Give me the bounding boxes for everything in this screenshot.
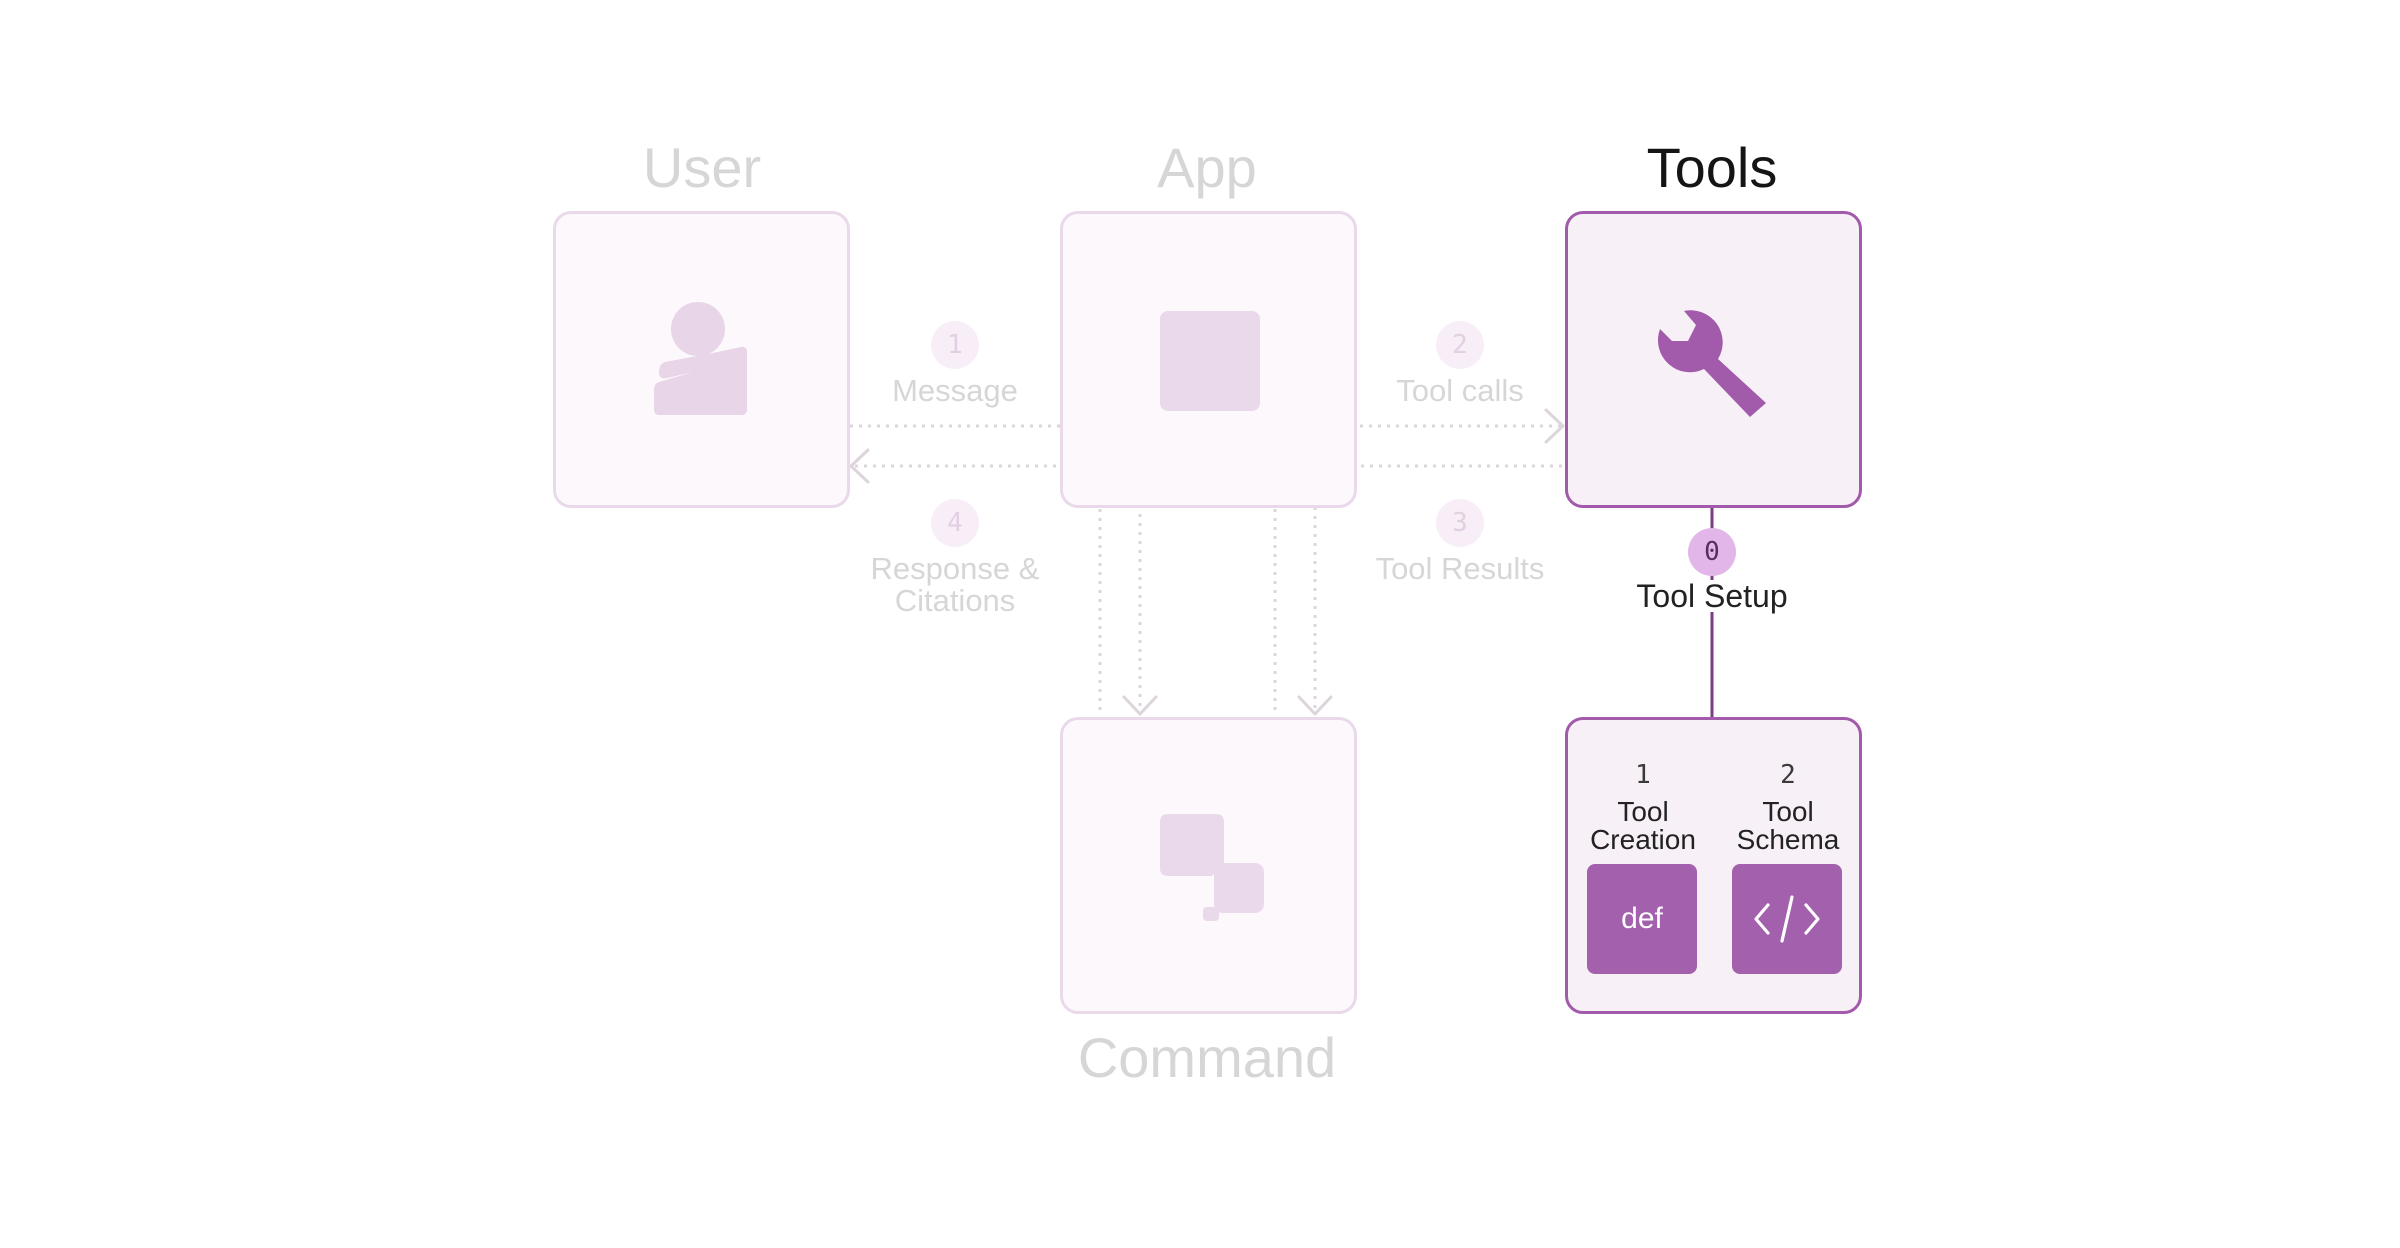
user-title: User bbox=[642, 136, 762, 199]
tool-schema-item: 2 Tool Schema bbox=[1713, 760, 1863, 854]
step-label: Response & Citations bbox=[870, 551, 1040, 618]
step-message: 1 Message bbox=[855, 321, 1055, 407]
square-icon bbox=[1160, 311, 1260, 411]
step-tool-calls: 2 Tool calls bbox=[1360, 321, 1560, 407]
item-label: Tool Schema bbox=[1736, 796, 1840, 855]
def-tile-text: def bbox=[1621, 902, 1663, 935]
arrowhead-tool-calls bbox=[1544, 408, 1565, 444]
step-label: Message bbox=[892, 373, 1018, 408]
item-number: 2 bbox=[1780, 760, 1796, 790]
step-tool-results: 3 Tool Results bbox=[1350, 499, 1570, 585]
app-box bbox=[1060, 211, 1357, 508]
wrench-icon bbox=[1657, 310, 1766, 417]
arrowhead-response bbox=[849, 448, 870, 484]
arrowhead-tool-results bbox=[1297, 695, 1333, 716]
person-icon bbox=[654, 302, 747, 415]
def-code-icon: def bbox=[1587, 864, 1697, 974]
step-badge: 3 bbox=[1436, 499, 1484, 547]
step-badge: 2 bbox=[1436, 321, 1484, 369]
step-response: 4 Response & Citations bbox=[845, 499, 1065, 617]
item-number: 1 bbox=[1635, 760, 1651, 790]
tool-setup-box: 1 Tool Creation 2 Tool Schema def bbox=[1565, 717, 1862, 1014]
tool-creation-item: 1 Tool Creation bbox=[1568, 760, 1718, 854]
step-badge: 1 bbox=[931, 321, 979, 369]
tool-results-arrow bbox=[1313, 464, 1562, 710]
item-label: Tool Creation bbox=[1590, 796, 1696, 855]
step-badge: 4 bbox=[931, 499, 979, 547]
step-tool-setup: 0 Tool Setup bbox=[1612, 528, 1812, 612]
code-brackets-icon bbox=[1732, 864, 1842, 974]
user-box bbox=[553, 211, 850, 508]
arrowhead-message bbox=[1122, 695, 1158, 716]
tools-title: Tools bbox=[1646, 136, 1778, 199]
command-box bbox=[1060, 717, 1357, 1014]
tools-box bbox=[1565, 211, 1862, 508]
app-title: App bbox=[1157, 136, 1257, 199]
command-title: Command bbox=[1077, 1026, 1337, 1089]
step-label: Tool Setup bbox=[1612, 580, 1812, 612]
step-label: Tool calls bbox=[1396, 373, 1524, 408]
step-label: Tool Results bbox=[1375, 551, 1545, 586]
step-badge: 0 bbox=[1688, 528, 1736, 576]
chat-bubbles-icon bbox=[1160, 814, 1264, 921]
